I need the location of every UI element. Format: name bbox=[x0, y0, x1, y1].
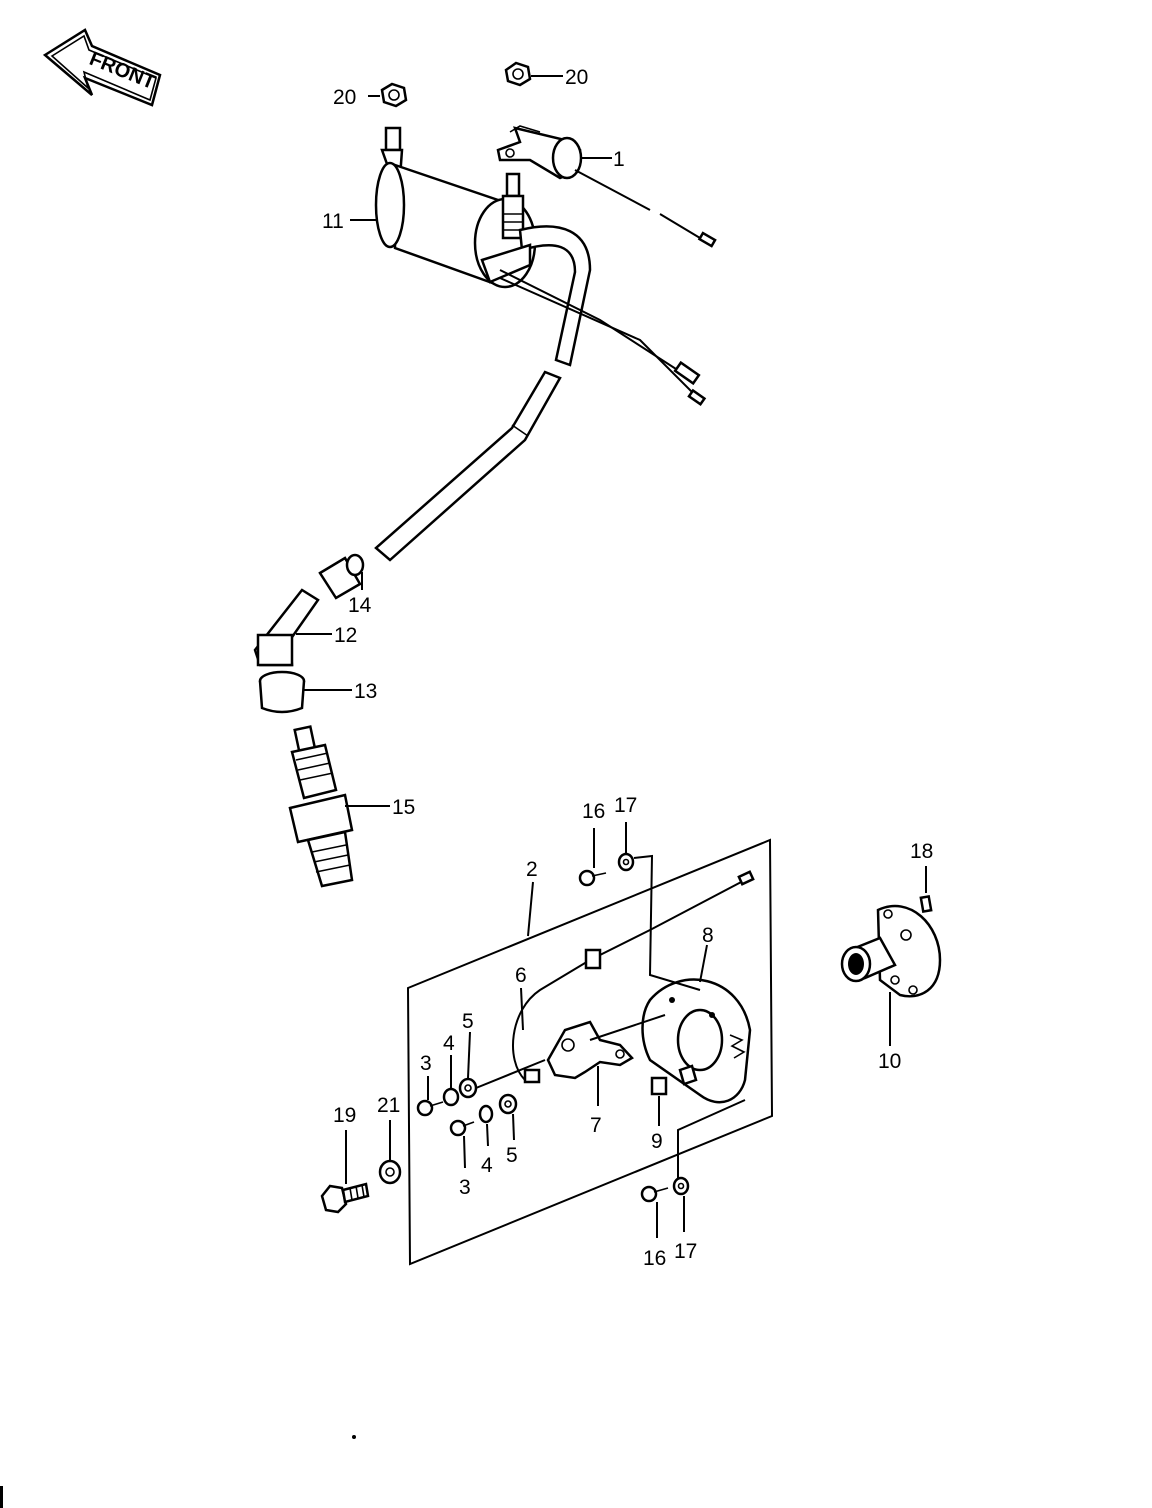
callout-3-lower: 3 bbox=[459, 1176, 471, 1199]
callout-7: 7 bbox=[590, 1114, 602, 1137]
breaker-assembly-frame-part-2 bbox=[406, 838, 774, 1266]
felt-part-9 bbox=[650, 1064, 698, 1096]
callout-4-upper: 4 bbox=[443, 1032, 455, 1055]
callout-14: 14 bbox=[348, 594, 372, 617]
ignition-coil-part-11 bbox=[374, 126, 707, 407]
boot-part-13 bbox=[258, 670, 306, 714]
callout-4-lower: 4 bbox=[481, 1154, 493, 1177]
callout-19: 19 bbox=[333, 1104, 356, 1127]
spark-plug-cap-part-12 bbox=[253, 588, 320, 667]
screw-part-3-upper bbox=[416, 1099, 444, 1117]
contact-breaker-part-7 bbox=[546, 1014, 666, 1080]
washer-part-17-lower bbox=[672, 1176, 690, 1196]
callout-16-upper: 16 bbox=[582, 800, 605, 823]
bolt-part-19 bbox=[320, 1182, 370, 1214]
callout-18: 18 bbox=[910, 840, 933, 863]
callout-17-upper: 17 bbox=[614, 794, 637, 817]
speck-mark bbox=[352, 1435, 356, 1439]
callout-10: 10 bbox=[878, 1050, 901, 1073]
callout-5-lower: 5 bbox=[506, 1144, 518, 1167]
edge-mark bbox=[0, 1486, 3, 1508]
callout-5-upper: 5 bbox=[462, 1010, 474, 1033]
washer-part-17-upper bbox=[617, 852, 635, 872]
lead-wire-part-6 bbox=[512, 870, 755, 1084]
cap-part-14 bbox=[318, 553, 365, 600]
nut-20-left bbox=[380, 82, 408, 108]
washer-part-5-lower bbox=[498, 1093, 518, 1115]
screw-part-16-lower bbox=[640, 1185, 669, 1203]
washer-part-4-upper bbox=[442, 1087, 460, 1107]
callout-6: 6 bbox=[515, 964, 527, 987]
washer-part-21 bbox=[378, 1159, 402, 1185]
callout-2: 2 bbox=[526, 858, 538, 881]
breaker-plate-part-8 bbox=[641, 978, 752, 1104]
callout-15: 15 bbox=[392, 796, 415, 819]
condenser-part-1 bbox=[496, 125, 717, 248]
screw-part-3-lower bbox=[449, 1119, 475, 1137]
callout-1: 1 bbox=[613, 148, 625, 171]
callout-16-lower: 16 bbox=[643, 1247, 666, 1270]
callout-17-lower: 17 bbox=[674, 1240, 697, 1263]
high-tension-lead bbox=[374, 370, 562, 562]
callout-21: 21 bbox=[377, 1094, 400, 1117]
spark-plug-part-15 bbox=[288, 725, 354, 888]
washer-part-5-upper bbox=[458, 1077, 478, 1099]
callout-20-left: 20 bbox=[333, 86, 356, 109]
screw-part-16-upper bbox=[578, 869, 607, 887]
front-arrow-badge: FRONT bbox=[42, 28, 162, 107]
callout-13: 13 bbox=[354, 680, 377, 703]
callout-20-right: 20 bbox=[565, 66, 588, 89]
callout-11: 11 bbox=[322, 210, 344, 233]
nut-20-right bbox=[504, 61, 532, 87]
callout-8: 8 bbox=[702, 924, 714, 947]
pin-part-18 bbox=[919, 894, 933, 914]
callout-3-upper: 3 bbox=[420, 1052, 432, 1075]
callout-12: 12 bbox=[334, 624, 357, 647]
callout-9: 9 bbox=[651, 1130, 663, 1153]
advancer-part-10 bbox=[840, 904, 942, 998]
washer-part-4-lower bbox=[478, 1104, 494, 1124]
